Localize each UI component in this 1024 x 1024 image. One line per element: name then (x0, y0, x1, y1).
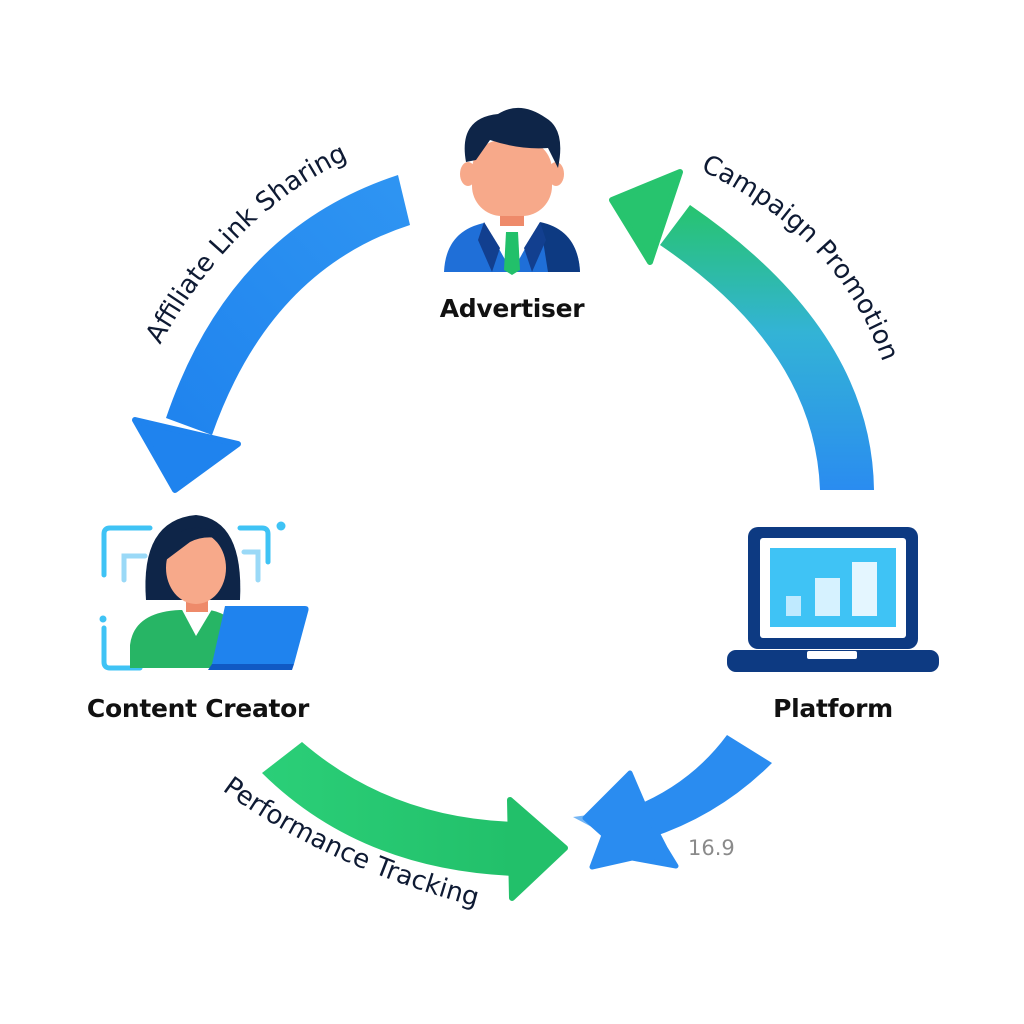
arrow-performance-tracking (262, 742, 568, 901)
node-label-platform: Platform (773, 694, 893, 723)
laptop-analytics-icon (727, 527, 939, 672)
arrow-affiliate-link-sharing (132, 175, 410, 493)
businessman-icon (444, 107, 580, 275)
arrow-affiliate-head (132, 417, 241, 493)
arrow-affiliate-body (166, 175, 410, 435)
creator-with-laptop-icon (99, 515, 309, 671)
arrow-platform-return (573, 735, 772, 870)
arrow-campaign-body (660, 205, 874, 490)
node-label-advertiser: Advertiser (439, 294, 585, 323)
arrow-platform-return-body (630, 735, 772, 838)
arrow-performance-head (507, 797, 568, 901)
star-icon (582, 770, 679, 870)
node-label-content-creator: Content Creator (86, 694, 310, 723)
arrow-campaign-promotion (609, 169, 874, 490)
annotation-value: 16.9 (688, 836, 735, 860)
arrow-campaign-head (609, 169, 683, 265)
arrow-performance-body (262, 742, 515, 876)
